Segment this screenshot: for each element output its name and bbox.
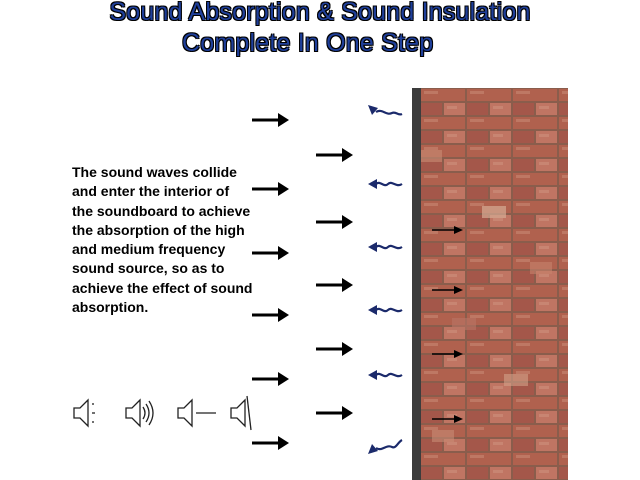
wave-arrow-icon <box>368 105 403 116</box>
speaker-high-icon <box>125 398 154 428</box>
arrow-right-icon <box>252 372 289 386</box>
brick-wall <box>412 88 568 480</box>
arrow-right-icon <box>252 182 289 196</box>
arrow-right-icon <box>252 308 289 322</box>
speaker-off-icon <box>230 395 252 431</box>
title-line-2: Complete In One Step <box>182 29 434 57</box>
speaker-icons <box>73 395 252 431</box>
arrow-right-icon <box>316 215 353 229</box>
arrow-right-icon <box>432 226 463 234</box>
description-line: and enter the interior of <box>72 183 230 200</box>
title-line-1: Sound Absorption & Sound Insulation <box>109 0 531 26</box>
description-line: absorption. <box>72 299 149 316</box>
wall-edge <box>412 88 421 480</box>
wave-arrow-icon <box>368 439 403 454</box>
reflected-waves <box>368 105 403 454</box>
arrow-right-icon <box>316 406 353 420</box>
arrow-right-icon <box>316 148 353 162</box>
description-line: sound source, so as to <box>72 260 225 277</box>
arrow-right-icon <box>432 415 463 423</box>
arrow-right-icon <box>316 342 353 356</box>
absorbed-arrows <box>432 226 463 423</box>
description-line: and medium frequency <box>72 241 226 258</box>
arrow-right-icon <box>432 350 463 358</box>
wave-arrow-icon <box>368 242 403 252</box>
description-line: achieve the effect of sound <box>72 279 253 296</box>
description-line: the absorption of the high <box>72 221 245 238</box>
wave-arrow-icon <box>368 370 403 380</box>
wave-arrow-icon <box>368 179 403 189</box>
speaker-low-icon <box>73 398 95 428</box>
incoming-arrows-left <box>252 113 289 450</box>
arrow-right-icon <box>252 246 289 260</box>
description-line: the soundboard to achieve <box>72 202 251 219</box>
arrow-right-icon <box>432 286 463 294</box>
arrow-right-icon <box>316 278 353 292</box>
incoming-arrows-middle <box>316 148 353 420</box>
speaker-mute-icon <box>177 398 216 428</box>
description-text: The sound waves collide and enter the in… <box>72 163 282 317</box>
arrow-right-icon <box>252 113 289 127</box>
arrow-right-icon <box>252 436 289 450</box>
description-line: The sound waves collide <box>72 164 237 180</box>
wave-arrow-icon <box>368 305 403 315</box>
